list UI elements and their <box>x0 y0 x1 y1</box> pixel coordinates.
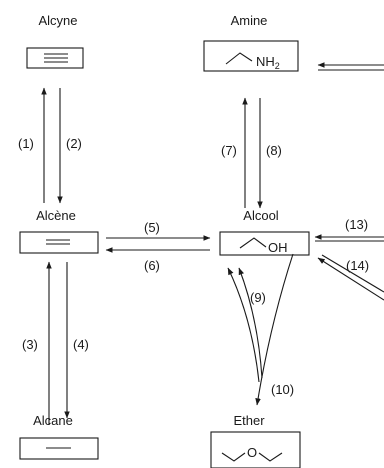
reaction-label-14: (14) <box>346 258 369 273</box>
alcene-box <box>19 231 99 254</box>
alcool-node: Alcool OH <box>219 208 310 256</box>
reaction-label-3: (3) <box>22 337 38 352</box>
reaction-label-10: (10) <box>271 382 294 397</box>
amine-label: Amine <box>231 13 268 28</box>
double-bond-icon <box>46 239 70 245</box>
ether-group: O <box>247 445 257 460</box>
alcool-label: Alcool <box>243 208 279 223</box>
amine-group: NH2 <box>256 54 280 71</box>
alcool-box <box>219 231 310 256</box>
amine-chain-icon <box>225 52 253 65</box>
reaction-label-4: (4) <box>73 337 89 352</box>
alcane-label: Alcane <box>33 413 73 428</box>
ether-box <box>210 431 301 468</box>
amine-node: Amine NH2 <box>203 13 299 72</box>
ether-label: Ether <box>233 413 265 428</box>
reaction-label-8: (8) <box>266 143 282 158</box>
alcane-node: Alcane <box>19 413 99 460</box>
alcool-chain-icon <box>239 237 267 249</box>
alcyne-label: Alcyne <box>38 13 77 28</box>
ether-left-chain-icon <box>221 452 246 462</box>
reaction-label-9: (9) <box>250 290 266 305</box>
arrow-14-second-line <box>321 254 384 293</box>
arrow-9-left <box>227 267 260 383</box>
triple-bond-icon <box>44 53 68 63</box>
reaction-label-2: (2) <box>66 136 82 151</box>
amine-box <box>203 40 299 72</box>
ether-right-chain-icon <box>258 452 283 462</box>
alcyne-node: Alcyne <box>26 13 84 69</box>
arrow-14 <box>317 257 384 301</box>
arrow-10 <box>255 253 294 406</box>
alcool-group: OH <box>268 240 288 255</box>
ether-node: Ether O <box>210 413 301 468</box>
reaction-label-7: (7) <box>221 143 237 158</box>
alcene-node: Alcène <box>19 208 99 254</box>
alcene-label: Alcène <box>36 208 76 223</box>
reaction-label-13: (13) <box>345 217 368 232</box>
reaction-label-6: (6) <box>144 258 160 273</box>
arrow-9-mid <box>238 267 263 379</box>
reaction-label-5: (5) <box>144 220 160 235</box>
reaction-label-1: (1) <box>18 136 34 151</box>
